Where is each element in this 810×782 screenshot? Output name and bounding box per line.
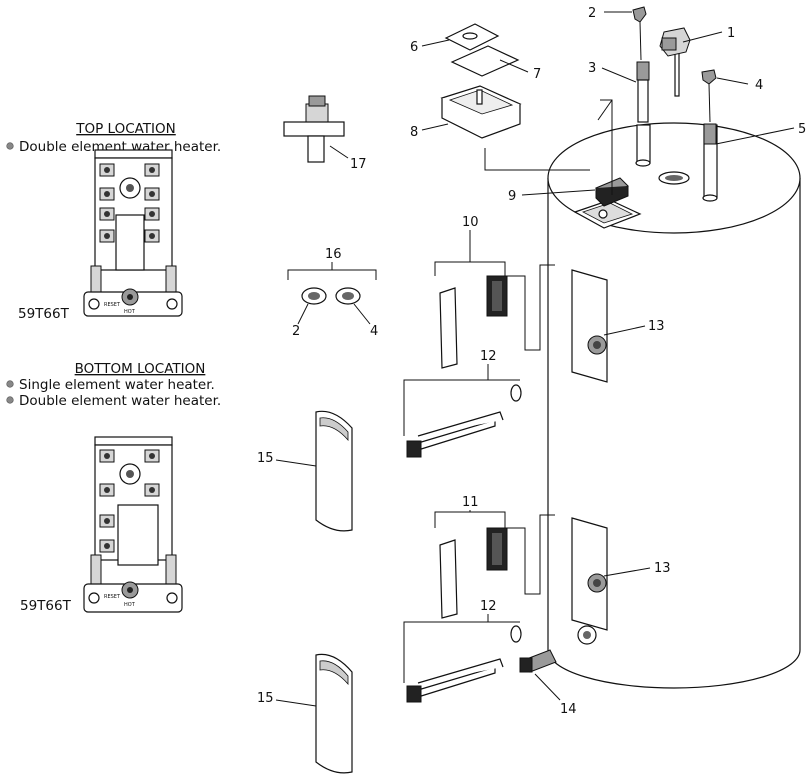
gasket-part (450, 45, 520, 77)
callout-4-top: 4 (755, 78, 763, 93)
terminal-block-part (595, 177, 629, 207)
upper-access-cover-part (315, 410, 353, 532)
callout-6: 6 (410, 40, 418, 55)
bottom-location-bullet-1: Single element water heater. (19, 377, 215, 393)
thermostat-bottom: RESET HOT (83, 436, 183, 613)
nipple-part (636, 61, 650, 123)
callout-2-plug: 2 (292, 324, 300, 339)
relief-valve-part (659, 27, 691, 97)
leader-lines (275, 11, 795, 707)
bullet-icon (6, 380, 14, 388)
callout-15-lower: 15 (257, 691, 274, 706)
callout-13-lower: 13 (654, 561, 671, 576)
mixing-valve-part (283, 95, 345, 163)
top-location-heading: TOP LOCATION (75, 121, 176, 137)
bullet-icon (6, 142, 14, 150)
callout-17: 17 (350, 157, 367, 172)
thermostat-mark-hot: HOT (124, 309, 136, 315)
callout-16: 16 (325, 247, 342, 262)
callout-8: 8 (410, 125, 418, 140)
bottom-location-section: BOTTOM LOCATION Single element water hea… (6, 361, 221, 614)
thermostat-mark-reset: RESET (104, 302, 121, 308)
thermostat-mark-reset: RESET (104, 594, 121, 600)
anode-plug-part (632, 6, 647, 61)
callout-13-upper: 13 (648, 319, 665, 334)
drain-valve-part (519, 649, 557, 673)
callout-15-upper: 15 (257, 451, 274, 466)
thermostat-mark-hot: HOT (124, 602, 136, 608)
water-heater-tank (547, 122, 801, 689)
callout-12-upper: 12 (480, 349, 497, 364)
hot-outlet-nipple-part (703, 123, 717, 145)
callout-12-lower: 12 (480, 599, 497, 614)
plug-set-part (287, 262, 377, 305)
callout-14: 14 (560, 702, 577, 717)
callout-10: 10 (462, 215, 479, 230)
callout-2-top: 2 (588, 6, 596, 21)
lower-heating-element-part (406, 625, 522, 703)
callout-9: 9 (508, 189, 516, 204)
junction-box-part (440, 85, 522, 139)
callout-7: 7 (533, 67, 541, 82)
bottom-location-heading: BOTTOM LOCATION (75, 361, 206, 377)
lower-thermostat-part (439, 527, 508, 619)
bottom-model-label: 59T66T (20, 598, 72, 614)
plug-part (701, 69, 717, 123)
callout-4-plug: 4 (370, 324, 378, 339)
bullet-icon (6, 396, 14, 404)
top-location-section: TOP LOCATION Double element water heater… (6, 121, 221, 322)
cover-plate-part (444, 23, 500, 51)
thermostat-top: RESET HOT (83, 149, 183, 317)
upper-thermostat-part (439, 275, 508, 369)
bottom-location-bullet-2: Double element water heater. (19, 393, 221, 409)
callout-11: 11 (462, 495, 479, 510)
callout-3: 3 (588, 61, 596, 76)
callout-labels: 1 2 3 4 5 6 7 8 9 10 11 12 12 13 13 14 1… (257, 6, 806, 717)
top-model-label: 59T66T (18, 306, 70, 322)
callout-1: 1 (727, 26, 735, 41)
upper-heating-element-part (406, 384, 522, 458)
lower-access-cover-part (315, 653, 353, 774)
callout-5: 5 (798, 122, 806, 137)
